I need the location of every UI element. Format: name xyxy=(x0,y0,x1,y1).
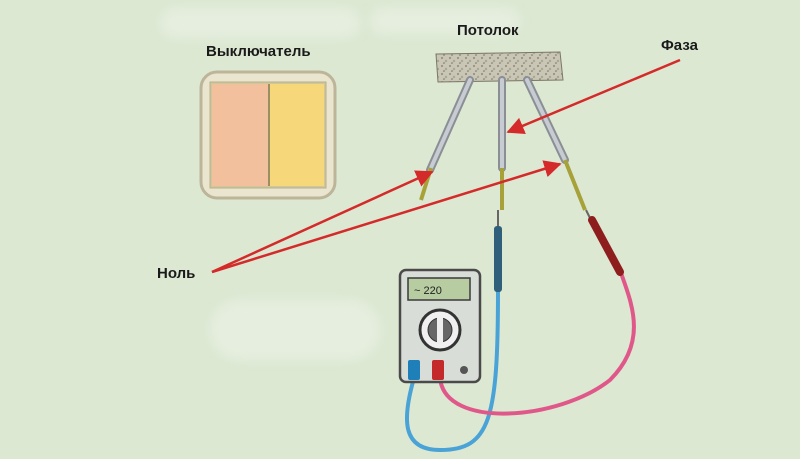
annotation-arrows xyxy=(211,58,681,274)
light-switch xyxy=(199,70,337,200)
test-leads xyxy=(404,269,636,453)
neutral-arrow-left xyxy=(211,170,434,274)
switch-key-left xyxy=(212,84,268,186)
red-probe xyxy=(585,209,624,276)
red-lead-cable xyxy=(438,269,636,416)
multimeter-reading: ~ 220 xyxy=(414,285,442,297)
volt-jack xyxy=(432,360,444,380)
background-smudge xyxy=(210,300,380,360)
phase-label: Фаза xyxy=(661,37,698,54)
multimeter-display xyxy=(407,277,471,301)
phase-arrow xyxy=(506,58,681,134)
switch-key-right xyxy=(270,84,324,186)
multimeter xyxy=(398,268,482,384)
background-smudge xyxy=(160,8,360,38)
background-smudge xyxy=(370,8,520,34)
switch-label: Выключатель xyxy=(206,43,311,60)
ceiling-wires xyxy=(419,76,587,211)
ceiling-slab xyxy=(435,51,564,83)
blue-probe xyxy=(494,210,502,292)
ceiling-label: Потолок xyxy=(457,22,519,39)
blue-lead-cable xyxy=(404,289,500,453)
neutral-label: Ноль xyxy=(157,265,196,282)
com-jack xyxy=(408,360,420,380)
neutral-arrow-right xyxy=(211,160,562,274)
